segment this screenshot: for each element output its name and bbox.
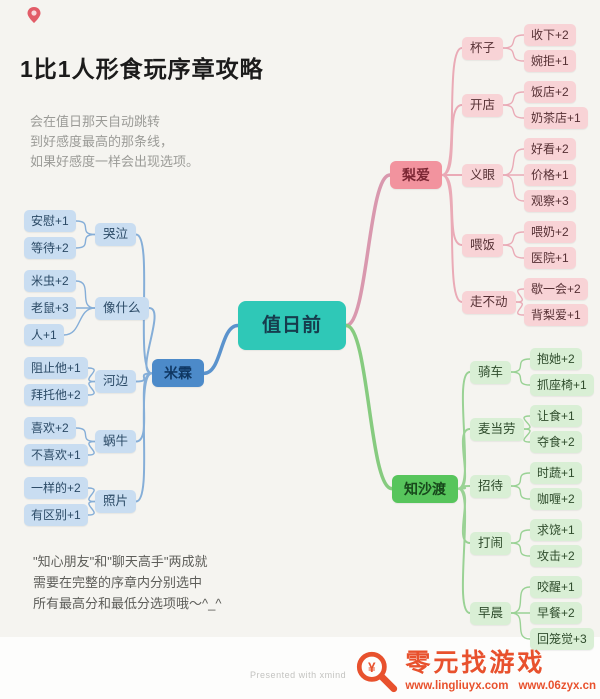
leaf-node: 抱她+2	[530, 348, 582, 370]
leaf-node: 不喜欢+1	[24, 444, 88, 466]
leaf-node: 好看+2	[524, 138, 576, 160]
watermark-url: www.lingliuyx.com	[405, 680, 509, 692]
leaf-node: 老鼠+3	[24, 297, 76, 319]
leaf-node: 价格+1	[524, 164, 576, 186]
topic-node: 招待	[470, 475, 512, 498]
leaf-node: 观察+3	[524, 190, 576, 212]
topic-node: 杯子	[462, 37, 504, 60]
watermark-brand: 零元找游戏	[405, 649, 546, 677]
leaf-node: 攻击+2	[530, 545, 582, 567]
footer-strip	[0, 637, 600, 699]
leaf-node: 喜欢+2	[24, 417, 76, 439]
topic-node: 像什么	[95, 297, 149, 320]
leaf-node: 有区别+1	[24, 504, 88, 526]
root-node: 值日前	[238, 301, 347, 350]
topic-node: 义眼	[462, 164, 504, 187]
topic-node: 照片	[95, 490, 137, 513]
magnifier-glyph: ¥	[368, 660, 376, 675]
leaf-node: 抓座椅+1	[530, 374, 594, 396]
watermark-text: 零元找游戏 www.lingliuyx.com www.06zyx.cn	[405, 649, 596, 693]
leaf-node: 夺食+2	[530, 431, 582, 453]
leaf-node: 米虫+2	[24, 270, 76, 292]
achievement-note-line: "知心朋友"和"聊天高手"两成就	[33, 554, 208, 569]
leaf-node: 人+1	[24, 324, 64, 346]
leaf-node: 时蔬+1	[530, 462, 582, 484]
leaf-node: 奶茶店+1	[524, 107, 588, 129]
leaf-node: 安慰+1	[24, 210, 76, 232]
topic-node: 哭泣	[95, 223, 137, 246]
leaf-node: 饭店+2	[524, 81, 576, 103]
achievement-note-line: 所有最高分和最低分选项哦～^_^	[33, 596, 222, 611]
xmind-credit: Presented with xmind	[250, 670, 347, 680]
leaf-node: 婉拒+1	[524, 50, 576, 72]
watermark-url: www.06zyx.cn	[518, 680, 596, 692]
leaf-node: 咬醒+1	[530, 576, 582, 598]
intro-note-line: 如果好感度一样会出现选项。	[30, 154, 200, 169]
leaf-node: 医院+1	[524, 247, 576, 269]
leaf-node: 让食+1	[530, 405, 582, 427]
leaf-node: 拜托他+2	[24, 384, 88, 406]
pin-icon	[26, 6, 42, 29]
branch-node: 知沙渡	[392, 475, 458, 503]
topic-node: 河边	[95, 370, 137, 393]
topic-node: 喂饭	[462, 234, 504, 257]
leaf-node: 收下+2	[524, 24, 576, 46]
leaf-node: 咖喱+2	[530, 488, 582, 510]
watermark-urls: www.lingliuyx.com www.06zyx.cn	[405, 680, 596, 692]
leaf-node: 背梨爱+1	[524, 304, 588, 326]
topic-node: 早晨	[470, 602, 512, 625]
branch-node: 梨爱	[390, 161, 442, 189]
intro-note-line: 到好感度最高的那条线，	[30, 134, 174, 149]
intro-note-line: 会在值日那天自动跳转	[30, 114, 161, 129]
topic-node: 蜗牛	[95, 430, 137, 453]
watermark: ¥ 零元找游戏 www.lingliuyx.com www.06zyx.cn	[353, 648, 596, 694]
intro-note: 会在值日那天自动跳转 到好感度最高的那条线， 如果好感度一样会出现选项。	[30, 112, 199, 172]
leaf-node: 早餐+2	[530, 602, 582, 624]
leaf-node: 求饶+1	[530, 519, 582, 541]
topic-node: 打闹	[470, 532, 512, 555]
leaf-node: 等待+2	[24, 237, 76, 259]
topic-node: 麦当劳	[470, 418, 524, 441]
topic-node: 走不动	[462, 291, 516, 314]
topic-node: 骑车	[470, 361, 512, 384]
page-title: 1比1人形食玩序章攻略	[20, 56, 264, 82]
leaf-node: 回笼觉+3	[530, 628, 594, 650]
leaf-node: 阻止他+1	[24, 357, 88, 379]
leaf-node: 喂奶+2	[524, 221, 576, 243]
achievement-note-line: 需要在完整的序章内分别选中	[33, 575, 203, 590]
leaf-node: 一样的+2	[24, 477, 88, 499]
topic-node: 开店	[462, 94, 504, 117]
achievement-note: "知心朋友"和"聊天高手"两成就 需要在完整的序章内分别选中 所有最高分和最低分…	[33, 551, 221, 614]
leaf-node: 歇一会+2	[524, 278, 588, 300]
magnifier-icon: ¥	[353, 648, 399, 694]
branch-node: 米霖	[152, 359, 204, 387]
